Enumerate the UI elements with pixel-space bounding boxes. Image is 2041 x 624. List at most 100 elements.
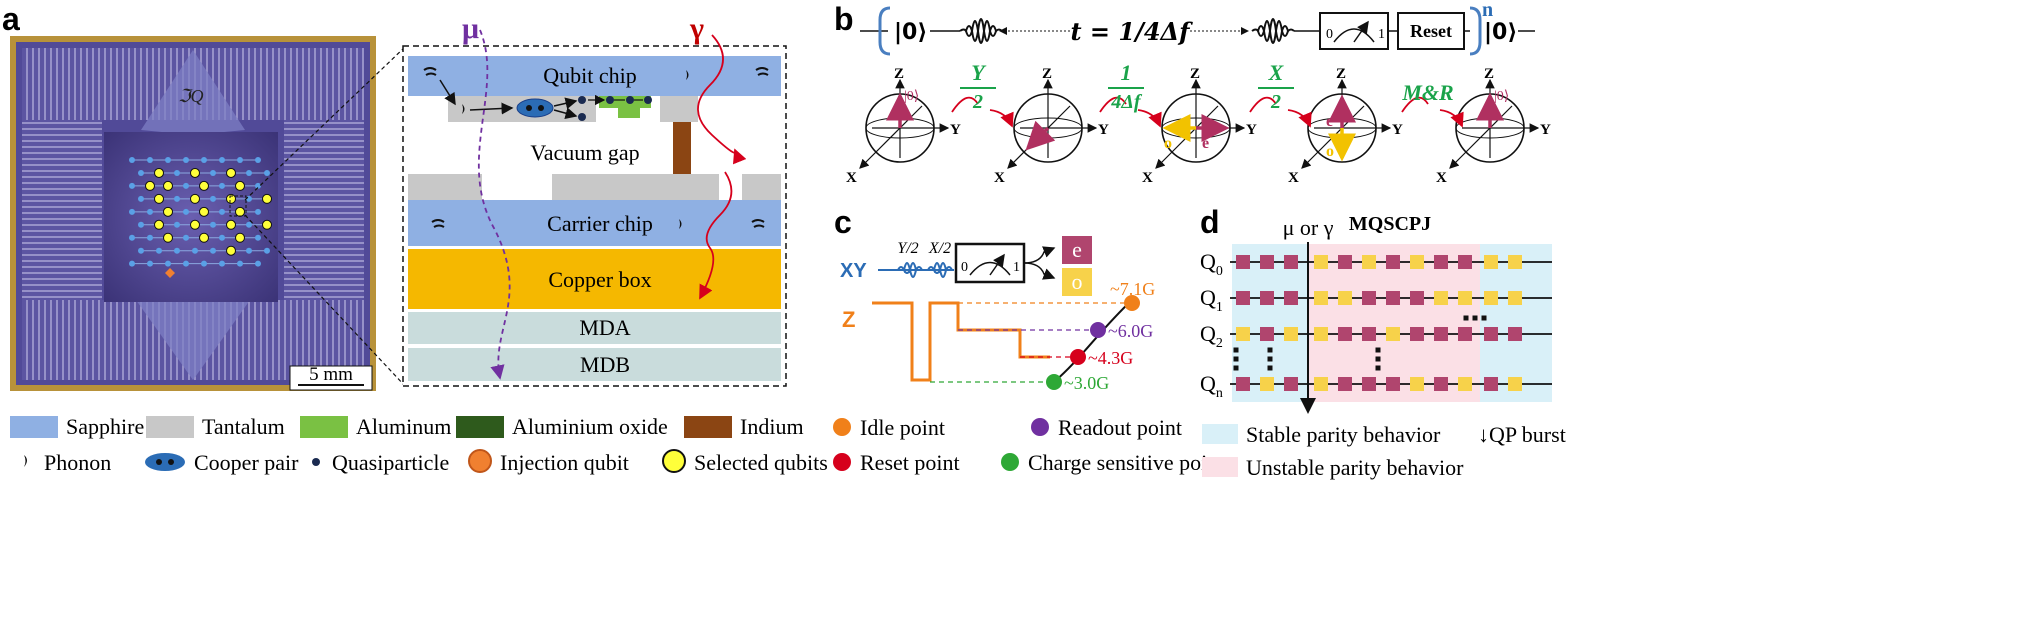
qubit-dot bbox=[138, 195, 144, 202]
pulse-sequence: |0⟩ t = 1/4Δf 0 1 Reset n |0⟩ bbox=[860, 0, 1535, 56]
parity-cell bbox=[1386, 255, 1400, 269]
legend-idle: Idle point bbox=[860, 415, 945, 440]
legend-quasiparticle: Quasiparticle bbox=[332, 450, 449, 475]
qubit-dot bbox=[255, 234, 261, 241]
qubit-label: Q2 bbox=[1200, 321, 1223, 351]
qubit-dot bbox=[183, 208, 189, 215]
qubit-dot bbox=[183, 182, 189, 189]
trigger-label: μ or γ bbox=[1283, 215, 1334, 240]
legend-unstable: Unstable parity behavior bbox=[1246, 455, 1464, 480]
qubit-dot bbox=[183, 157, 189, 163]
axis-y-label: Y bbox=[1098, 122, 1109, 138]
legend-phonon: Phonon bbox=[44, 450, 111, 475]
step-top-label: Y bbox=[971, 60, 987, 85]
qubit-dot bbox=[190, 219, 200, 230]
mqscpj-label: MQSCPJ bbox=[1349, 213, 1431, 235]
qubit-dot bbox=[174, 247, 180, 254]
qubit-dot bbox=[147, 208, 153, 215]
parity-cell bbox=[1484, 377, 1498, 391]
qubit-dot bbox=[226, 245, 236, 256]
ket0-right: |0⟩ bbox=[1484, 20, 1517, 45]
ellipsis-dot bbox=[1267, 365, 1273, 371]
qubit-dot bbox=[219, 182, 225, 189]
qubit-dot bbox=[154, 219, 164, 230]
parity-cell bbox=[1260, 327, 1274, 341]
qubit-dot bbox=[219, 234, 225, 241]
ellipsis-dot bbox=[1233, 365, 1239, 371]
parity-cell bbox=[1236, 377, 1250, 391]
qubit-dot bbox=[163, 180, 173, 191]
reset-box: Reset bbox=[1410, 21, 1452, 41]
panel-label-b: b bbox=[834, 1, 854, 37]
qubit-dot bbox=[129, 234, 135, 241]
idle-freq: ~7.1G bbox=[1110, 279, 1155, 299]
parity-cell bbox=[1284, 327, 1298, 341]
qubit-dot bbox=[156, 247, 162, 254]
parity-cell bbox=[1236, 327, 1250, 341]
axis-y-label: Y bbox=[950, 122, 961, 138]
parity-cell bbox=[1284, 255, 1298, 269]
legend-tantalum: Tantalum bbox=[202, 414, 285, 439]
qubit-dot bbox=[262, 219, 272, 230]
axis-x-label: X bbox=[1436, 170, 1447, 186]
qubit-dot bbox=[210, 169, 216, 176]
qubit-dot bbox=[237, 260, 243, 267]
axis-y-label: Y bbox=[1540, 122, 1551, 138]
qubit-dot bbox=[219, 260, 225, 267]
bloch-step: X2 bbox=[1249, 60, 1312, 128]
qubit-dot bbox=[237, 157, 243, 163]
ellipsis-dot bbox=[1375, 356, 1381, 362]
qubit-dot bbox=[147, 260, 153, 267]
ellipsis-dot bbox=[1267, 356, 1273, 362]
parity-cell bbox=[1458, 255, 1472, 269]
ellipsis-dot bbox=[1472, 315, 1478, 321]
qubit-dot bbox=[264, 247, 270, 254]
ellipsis-dot bbox=[1375, 365, 1381, 371]
bloch-step: M&R bbox=[1401, 80, 1464, 128]
parity-cell bbox=[1284, 291, 1298, 305]
parity-cell bbox=[1508, 255, 1522, 269]
parity-cell bbox=[1338, 291, 1352, 305]
mu-label: μ bbox=[462, 12, 479, 45]
qubit-dot bbox=[190, 193, 200, 204]
qubit-dot bbox=[255, 260, 261, 267]
axis-z-label: Z bbox=[1190, 66, 1200, 82]
parity-cell bbox=[1236, 291, 1250, 305]
wait-time: t = 1/4Δf bbox=[1070, 17, 1193, 46]
chip-photo: ℑQ bbox=[10, 36, 376, 391]
qubit-label: Q0 bbox=[1200, 249, 1223, 279]
axis-y-label: Y bbox=[1246, 122, 1257, 138]
qubit-row: Qn bbox=[1200, 371, 1552, 401]
qubit-dot bbox=[226, 167, 236, 178]
ellipsis-dot bbox=[1233, 347, 1239, 353]
parity-cell bbox=[1338, 255, 1352, 269]
e-state-label: e bbox=[1326, 113, 1333, 130]
legend-aluminum: Aluminum bbox=[356, 414, 451, 439]
qubit-dot bbox=[199, 180, 209, 191]
qubit-dot bbox=[163, 206, 173, 217]
repeat-n: n bbox=[1482, 0, 1493, 21]
qubit-dot bbox=[147, 234, 153, 241]
ellipsis-dot bbox=[1481, 315, 1487, 321]
qubit-dot bbox=[129, 208, 135, 215]
svg-text:ℑQ: ℑQ bbox=[178, 86, 204, 106]
ket0-left: |0⟩ bbox=[894, 20, 927, 45]
legend-burst: ↓QP burst bbox=[1478, 422, 1566, 447]
qubit-dot bbox=[129, 157, 135, 163]
parity-cell bbox=[1386, 327, 1400, 341]
axis-x-label: X bbox=[994, 170, 1005, 186]
parity-cell bbox=[1260, 255, 1274, 269]
qubit-dot bbox=[255, 157, 261, 163]
parity-cell bbox=[1314, 377, 1328, 391]
qubit-dot bbox=[210, 221, 216, 228]
parity-timeline: μ or γ MQSCPJ bbox=[1232, 213, 1552, 414]
parity-cell bbox=[1284, 377, 1298, 391]
step-top-label: X bbox=[1268, 60, 1285, 85]
qubit-dot bbox=[174, 221, 180, 228]
qubit-dot bbox=[174, 195, 180, 202]
axis-z-label: Z bbox=[1336, 66, 1346, 82]
parity-cell bbox=[1508, 327, 1522, 341]
